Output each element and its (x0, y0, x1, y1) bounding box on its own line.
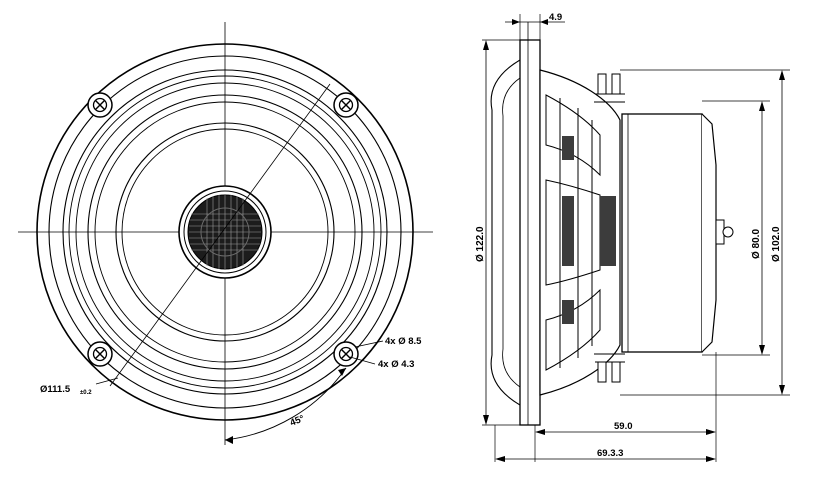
mounting-hole-bottom-right (333, 341, 359, 367)
frame-ring-5 (75, 82, 375, 382)
basket-shading (562, 136, 616, 324)
mount-circle-tolerance: ±0.2 (80, 390, 92, 396)
mounting-depth-arrow-right (706, 429, 716, 435)
angle-arrow-start (338, 368, 346, 376)
surround-inner (94, 101, 356, 363)
terminal-bottom (594, 353, 625, 383)
basket-diameter-label: Ø 102.0 (771, 226, 782, 262)
flange-thickness-label: 4.9 (549, 12, 562, 23)
mounting-depth-label: 59.0 (614, 421, 633, 432)
total-depth-arrow-left (495, 456, 505, 462)
extension-lines (482, 14, 790, 462)
outer-diameter-arrow-bottom (483, 415, 489, 425)
mount-circle-label: Ø111.5 (40, 384, 71, 395)
mounting-hole-bottom-left (87, 341, 113, 367)
angle-dimension-arc (224, 367, 347, 441)
hole-outer-label: 4x Ø 8.5 (385, 336, 422, 347)
frame-ring-3 (62, 69, 388, 395)
flange-thickness-arrow-left (512, 19, 520, 25)
mount-circle-leader (95, 377, 119, 385)
tweeter-rim-inner (183, 190, 267, 274)
frame-ring-2 (48, 55, 402, 409)
hole-inner-label: 4x Ø 4.3 (378, 359, 414, 370)
tweeter-dome-highlight (200, 207, 250, 257)
frame-outer-ring (36, 43, 414, 421)
cone-inner (121, 128, 329, 336)
mounting-hole-top-left (87, 92, 113, 118)
side-view: Ø 122.0 4.9 Ø 80.0 Ø 102.0 59.0 69.3.3 (475, 12, 790, 462)
magnet-diameter-arrow-bottom (759, 345, 765, 355)
mounting-depth-arrow-left (535, 429, 545, 435)
angle-arrow-end (225, 436, 233, 444)
mounting-hole-top-right (333, 92, 359, 118)
basket-diameter-arrow-bottom (779, 385, 785, 395)
outer-diameter-label: Ø 122.0 (475, 226, 486, 262)
terminal-top (594, 73, 625, 103)
hole-inner-leader (349, 356, 376, 365)
diagonal-45-line (109, 83, 331, 387)
angle-label: 45° (289, 413, 307, 429)
front-surround-inner (502, 77, 521, 388)
back-plate (701, 113, 717, 353)
total-depth-label: 69.3.3 (597, 448, 623, 459)
magnet (621, 113, 703, 353)
surround-outer (87, 94, 363, 370)
magnet-diameter-arrow-top (759, 101, 765, 111)
total-depth-arrow-right (706, 456, 716, 462)
vent-cap (722, 226, 734, 238)
hole-outer-leader (354, 340, 384, 348)
basket-diameter-arrow-top (779, 70, 785, 80)
cone-outer (115, 122, 335, 342)
flange-thickness-arrow-right (540, 19, 548, 25)
flange-plate (519, 39, 541, 426)
outer-diameter-arrow-top (483, 40, 489, 50)
frame-ring-4 (68, 75, 382, 389)
front-surround (490, 59, 521, 406)
magnet-diameter-label: Ø 80.0 (751, 229, 762, 259)
front-view: Ø111.5 ±0.2 4x Ø 8.5 4x Ø 4.3 45° (18, 22, 433, 445)
